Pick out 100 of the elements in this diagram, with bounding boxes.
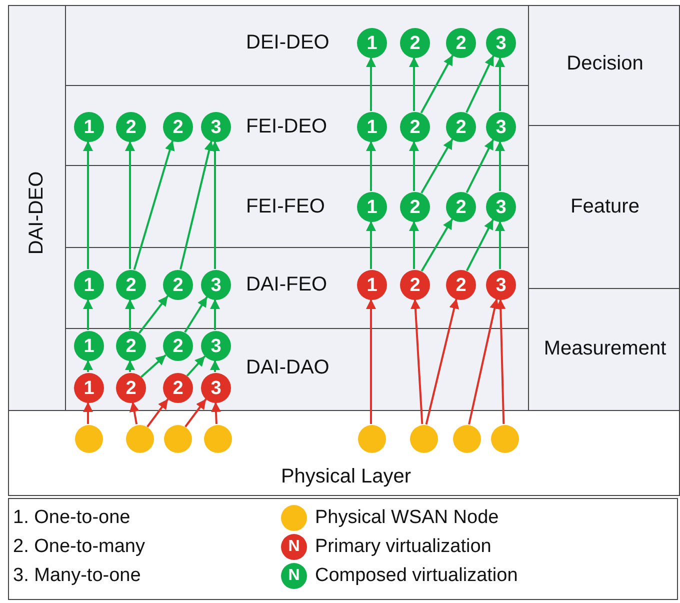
arrow xyxy=(466,138,494,194)
arrow xyxy=(210,402,221,424)
composed-virtualization-node xyxy=(357,28,387,58)
composed-virtualization-node xyxy=(163,331,193,361)
layer-label: Physical Layer xyxy=(280,466,412,488)
composed-virtualization-node xyxy=(201,112,231,142)
node-number: 2 xyxy=(172,378,184,398)
composed-virtualization-node xyxy=(446,192,476,222)
primary-virtualization-node xyxy=(400,270,430,300)
node-number: 2 xyxy=(172,118,184,136)
level-box xyxy=(528,5,680,126)
sensor-node xyxy=(491,425,519,453)
composed-virtualization-node xyxy=(486,192,516,222)
arrow xyxy=(466,55,494,113)
arrow xyxy=(83,360,93,372)
primary-virtualization-node xyxy=(201,373,231,403)
composed-virtualization-node xyxy=(116,270,146,300)
sensor-node xyxy=(410,425,438,453)
sensor-node xyxy=(453,425,481,453)
node-number: 2 xyxy=(126,118,136,136)
node-number: 2 xyxy=(456,118,466,136)
composed-virtualization-node xyxy=(400,112,430,142)
composed-virtualization-node xyxy=(400,192,430,222)
layer-label: Feature xyxy=(570,196,640,218)
node-number: 2 xyxy=(456,276,466,294)
arrow xyxy=(496,298,506,424)
composed-virtualization-node xyxy=(446,28,476,58)
node-number: 3 xyxy=(210,378,222,398)
sensor-node xyxy=(75,425,103,453)
arrow xyxy=(466,218,494,272)
primary-virtualization-node xyxy=(446,270,476,300)
sensor-node xyxy=(126,425,154,453)
composed-virtualization-node xyxy=(74,331,104,361)
composed-virtualization-node xyxy=(163,112,193,142)
sensor-node xyxy=(164,425,192,453)
layer-label: DEI-DEO xyxy=(246,32,330,54)
layer-label: DAI-FEO xyxy=(246,274,328,296)
sensor-node xyxy=(204,425,232,453)
composed-virtualization-node xyxy=(486,28,516,58)
node-number: 2 xyxy=(126,378,136,398)
composed-virtualization-node xyxy=(201,331,231,361)
layer-band xyxy=(65,247,529,329)
layer-band xyxy=(65,5,529,86)
layer-label: DAI-DEO xyxy=(26,171,48,255)
layer-band xyxy=(65,165,529,248)
arrow xyxy=(210,299,220,330)
arrow xyxy=(366,57,376,111)
layer-label: Decision xyxy=(566,52,644,76)
legend-text: Composed virtualization xyxy=(315,565,518,587)
composed-virtualization-node xyxy=(201,270,231,300)
node-number: 1 xyxy=(366,276,378,294)
arrow xyxy=(125,141,135,269)
node-number: 3 xyxy=(210,276,222,294)
arrow xyxy=(366,299,376,424)
layer-label: Measurement xyxy=(544,338,666,360)
arrow xyxy=(180,140,214,270)
node-number: 2 xyxy=(126,336,136,356)
layer-label: FEI-FEO xyxy=(246,196,325,218)
swatch-letter: N xyxy=(288,539,300,555)
legend-text: Primary virtualization xyxy=(315,536,492,558)
mapping-note: 2. One-to-many xyxy=(13,536,145,558)
primary-virtualization-node xyxy=(486,270,516,300)
arrow xyxy=(146,398,169,428)
node-number: 3 xyxy=(210,336,222,356)
arrow xyxy=(420,54,454,114)
arrow xyxy=(83,141,93,269)
arrow xyxy=(125,299,135,330)
arrow xyxy=(409,221,419,269)
arrow xyxy=(138,295,169,334)
node-number: 2 xyxy=(456,34,466,52)
composed-virtualization-node xyxy=(74,112,104,142)
composed-virtualization-node xyxy=(116,331,146,361)
composed-virtualization-node xyxy=(446,112,476,142)
mapping-note: 3. Many-to-one xyxy=(13,565,141,587)
layer-label: FEI-DEO xyxy=(246,116,328,138)
node-number: 3 xyxy=(496,276,506,294)
swatch-letter: N xyxy=(288,568,300,584)
arrow xyxy=(125,360,135,372)
primary-virtualization-node xyxy=(74,373,104,403)
composed-virtualization-node xyxy=(163,270,193,300)
node-number: 1 xyxy=(84,336,94,356)
composed-virtualization-node xyxy=(116,112,146,142)
node-number: 2 xyxy=(172,276,184,294)
node-number: 3 xyxy=(210,118,222,136)
node-number: 1 xyxy=(366,118,378,136)
node-number: 2 xyxy=(456,198,466,216)
arrow xyxy=(140,354,166,378)
node-number: 2 xyxy=(410,198,420,216)
node-number: 3 xyxy=(496,34,506,52)
arrow xyxy=(495,57,505,111)
arrow xyxy=(210,360,220,372)
sensor-node xyxy=(358,425,386,453)
arrow xyxy=(210,141,220,269)
composed-virtualization-node xyxy=(74,270,104,300)
node-number: 2 xyxy=(410,276,420,294)
layer-column xyxy=(8,5,66,411)
node-number: 2 xyxy=(172,336,184,356)
node-number: 1 xyxy=(84,276,94,294)
arrow xyxy=(366,221,376,269)
composed-virtualization-node xyxy=(357,112,387,142)
